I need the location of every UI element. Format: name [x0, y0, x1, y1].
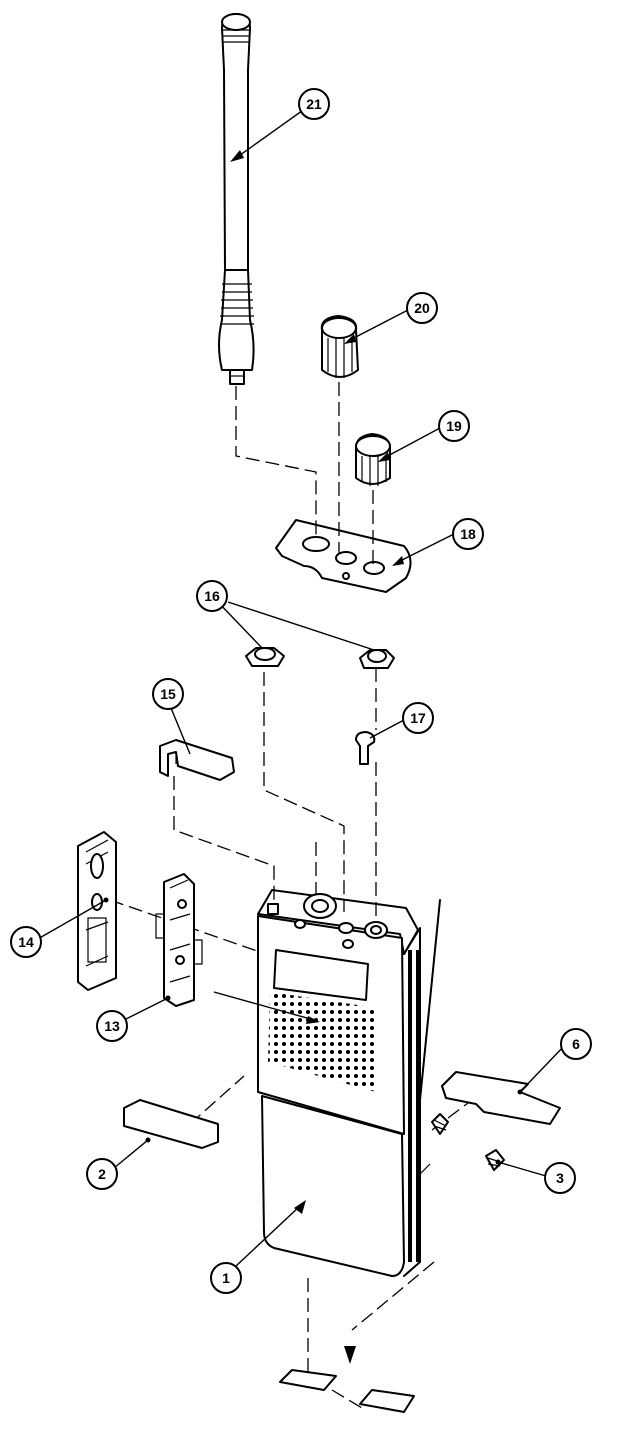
belt-clip [155, 873, 203, 1007]
callout-14: 14 [10, 926, 42, 958]
top-controls [267, 893, 388, 949]
heat-sink-fins [406, 950, 420, 1262]
callout-label: 14 [18, 934, 34, 950]
side-cover [441, 1071, 561, 1125]
callout-label: 1 [222, 1270, 230, 1286]
callout-label: 21 [306, 96, 322, 112]
speaker-grille [268, 992, 378, 1092]
callout-label: 18 [460, 526, 476, 542]
callout-6: 6 [560, 1028, 592, 1060]
callout-label: 13 [104, 1018, 120, 1034]
callout-21: 21 [298, 88, 330, 120]
callout-15: 15 [152, 678, 184, 710]
callout-13: 13 [96, 1010, 128, 1042]
callout-3: 3 [544, 1162, 576, 1194]
radio-body [257, 889, 441, 1277]
jack-nuts [245, 647, 395, 669]
callout-20: 20 [406, 292, 438, 324]
callout-label: 19 [446, 418, 462, 434]
set-screws [431, 1113, 505, 1171]
leader-lines [35, 107, 567, 1267]
display-window [273, 949, 369, 1001]
label-plate [123, 1099, 219, 1149]
callout-2: 2 [86, 1158, 118, 1190]
callout-label: 15 [160, 686, 176, 702]
callout-label: 3 [556, 1170, 564, 1186]
callout-label: 20 [414, 300, 430, 316]
knob-large [320, 315, 359, 378]
antenna [218, 13, 255, 385]
mounting-bracket [77, 831, 117, 991]
callout-17: 17 [402, 702, 434, 734]
assembly-lines [109, 382, 497, 1409]
knob-small [355, 433, 391, 486]
callout-16: 16 [196, 580, 228, 612]
screw [355, 731, 376, 765]
callout-label: 2 [98, 1166, 106, 1182]
battery-clip [159, 739, 235, 781]
callout-1: 1 [210, 1262, 242, 1294]
foot-pads [279, 1346, 415, 1413]
callout-label: 16 [204, 588, 220, 604]
callout-label: 6 [572, 1036, 580, 1052]
callout-19: 19 [438, 410, 470, 442]
callout-18: 18 [452, 518, 484, 550]
callout-label: 17 [410, 710, 426, 726]
top-panel-plate [275, 519, 412, 593]
